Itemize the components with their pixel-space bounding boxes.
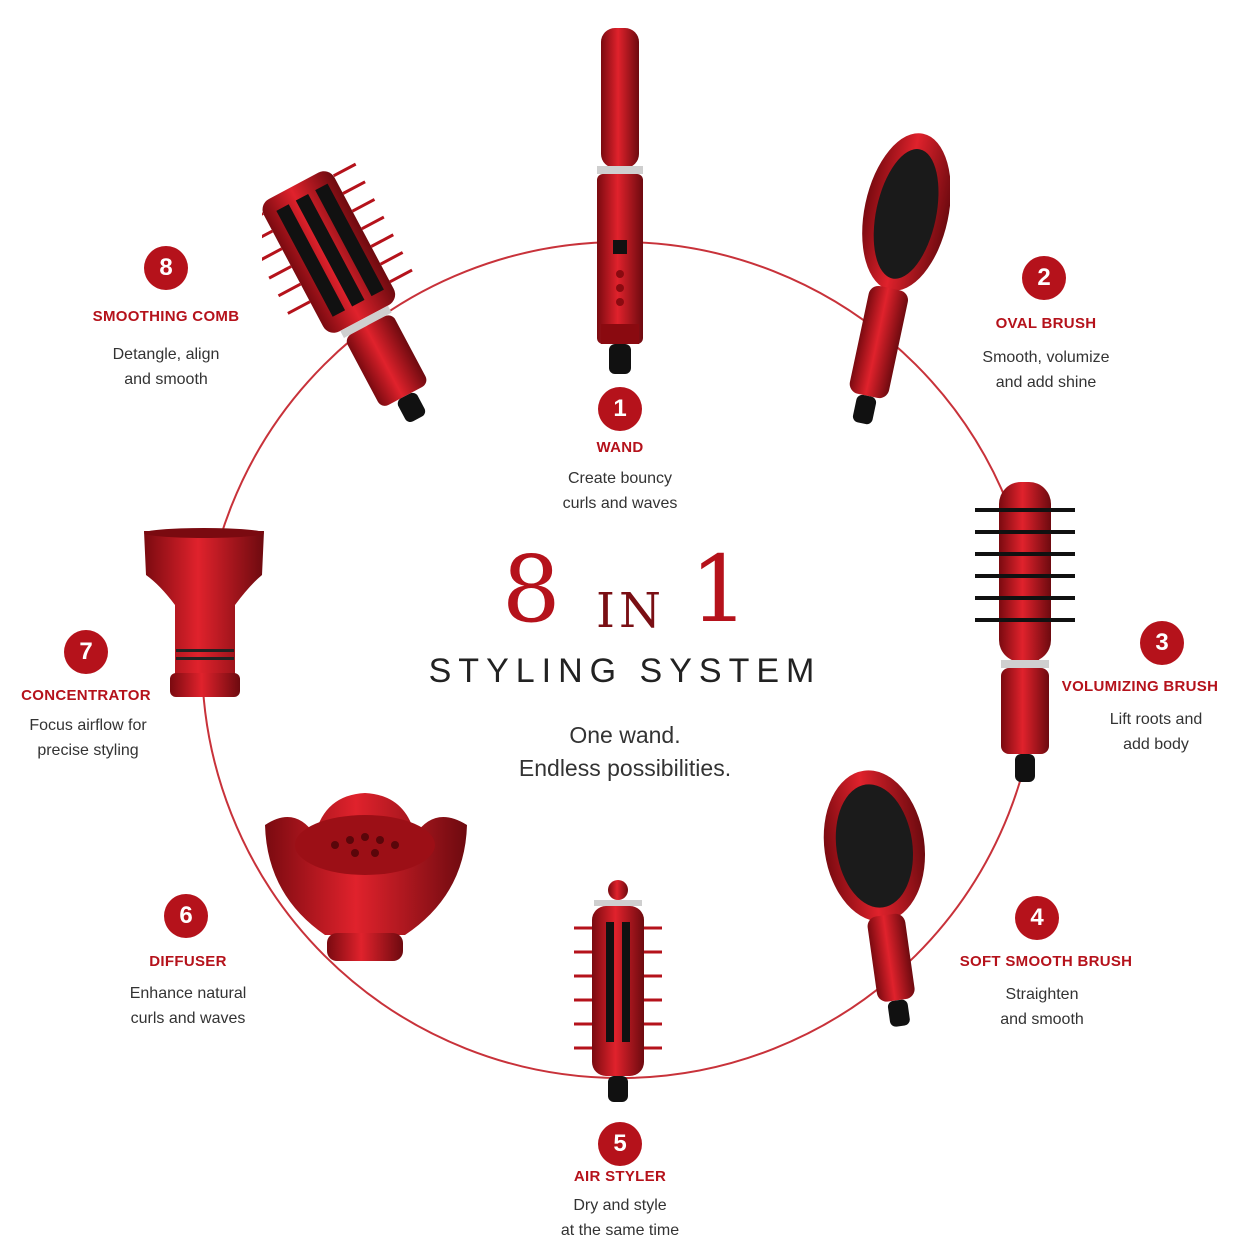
concentrator-icon bbox=[144, 528, 264, 697]
step-badge-1: 1 bbox=[598, 387, 642, 431]
attachment-name-oval-brush: OVAL BRUSH bbox=[995, 315, 1097, 332]
hero-number-one: 1 bbox=[690, 536, 749, 643]
step-badge-5: 5 bbox=[598, 1122, 642, 1166]
attachment-name-concentrator: CONCENTRATOR bbox=[21, 687, 151, 704]
wand-icon bbox=[597, 28, 643, 374]
attachment-name-smoothing-comb: SMOOTHING COMB bbox=[92, 308, 240, 325]
hero-subtitle: STYLING SYSTEM bbox=[428, 652, 822, 690]
attachment-name-diffuser: DIFFUSER bbox=[149, 953, 227, 970]
step-badge-4: 4 bbox=[1015, 896, 1059, 940]
step-badge-7: 7 bbox=[64, 630, 108, 674]
hero-number-eight: 8 bbox=[502, 536, 561, 643]
air-styler-icon bbox=[574, 880, 662, 1102]
attachment-name-air-styler: AIR STYLER bbox=[573, 1168, 667, 1185]
attachment-name-soft-smooth-brush: SOFT SMOOTH BRUSH bbox=[959, 953, 1133, 970]
hero-in: IN bbox=[596, 583, 665, 639]
step-badge-6: 6 bbox=[164, 894, 208, 938]
smoothing-comb-icon bbox=[262, 162, 427, 422]
round-brush-icon bbox=[975, 482, 1075, 782]
diffuser-icon bbox=[265, 793, 467, 961]
tagline-line-2: Endless possibilities. bbox=[518, 755, 732, 781]
attachment-name-wand: WAND bbox=[596, 439, 644, 456]
paddle-brush-icon bbox=[823, 770, 926, 1027]
attachment-name-volumizing-brush: VOLUMIZING BRUSH bbox=[1061, 678, 1219, 695]
tagline-line-1: One wand. bbox=[569, 722, 681, 748]
step-badge-8: 8 bbox=[144, 246, 188, 290]
step-badge-2: 2 bbox=[1022, 256, 1066, 300]
step-badge-3: 3 bbox=[1140, 621, 1184, 665]
oval-brush-icon bbox=[849, 133, 950, 425]
